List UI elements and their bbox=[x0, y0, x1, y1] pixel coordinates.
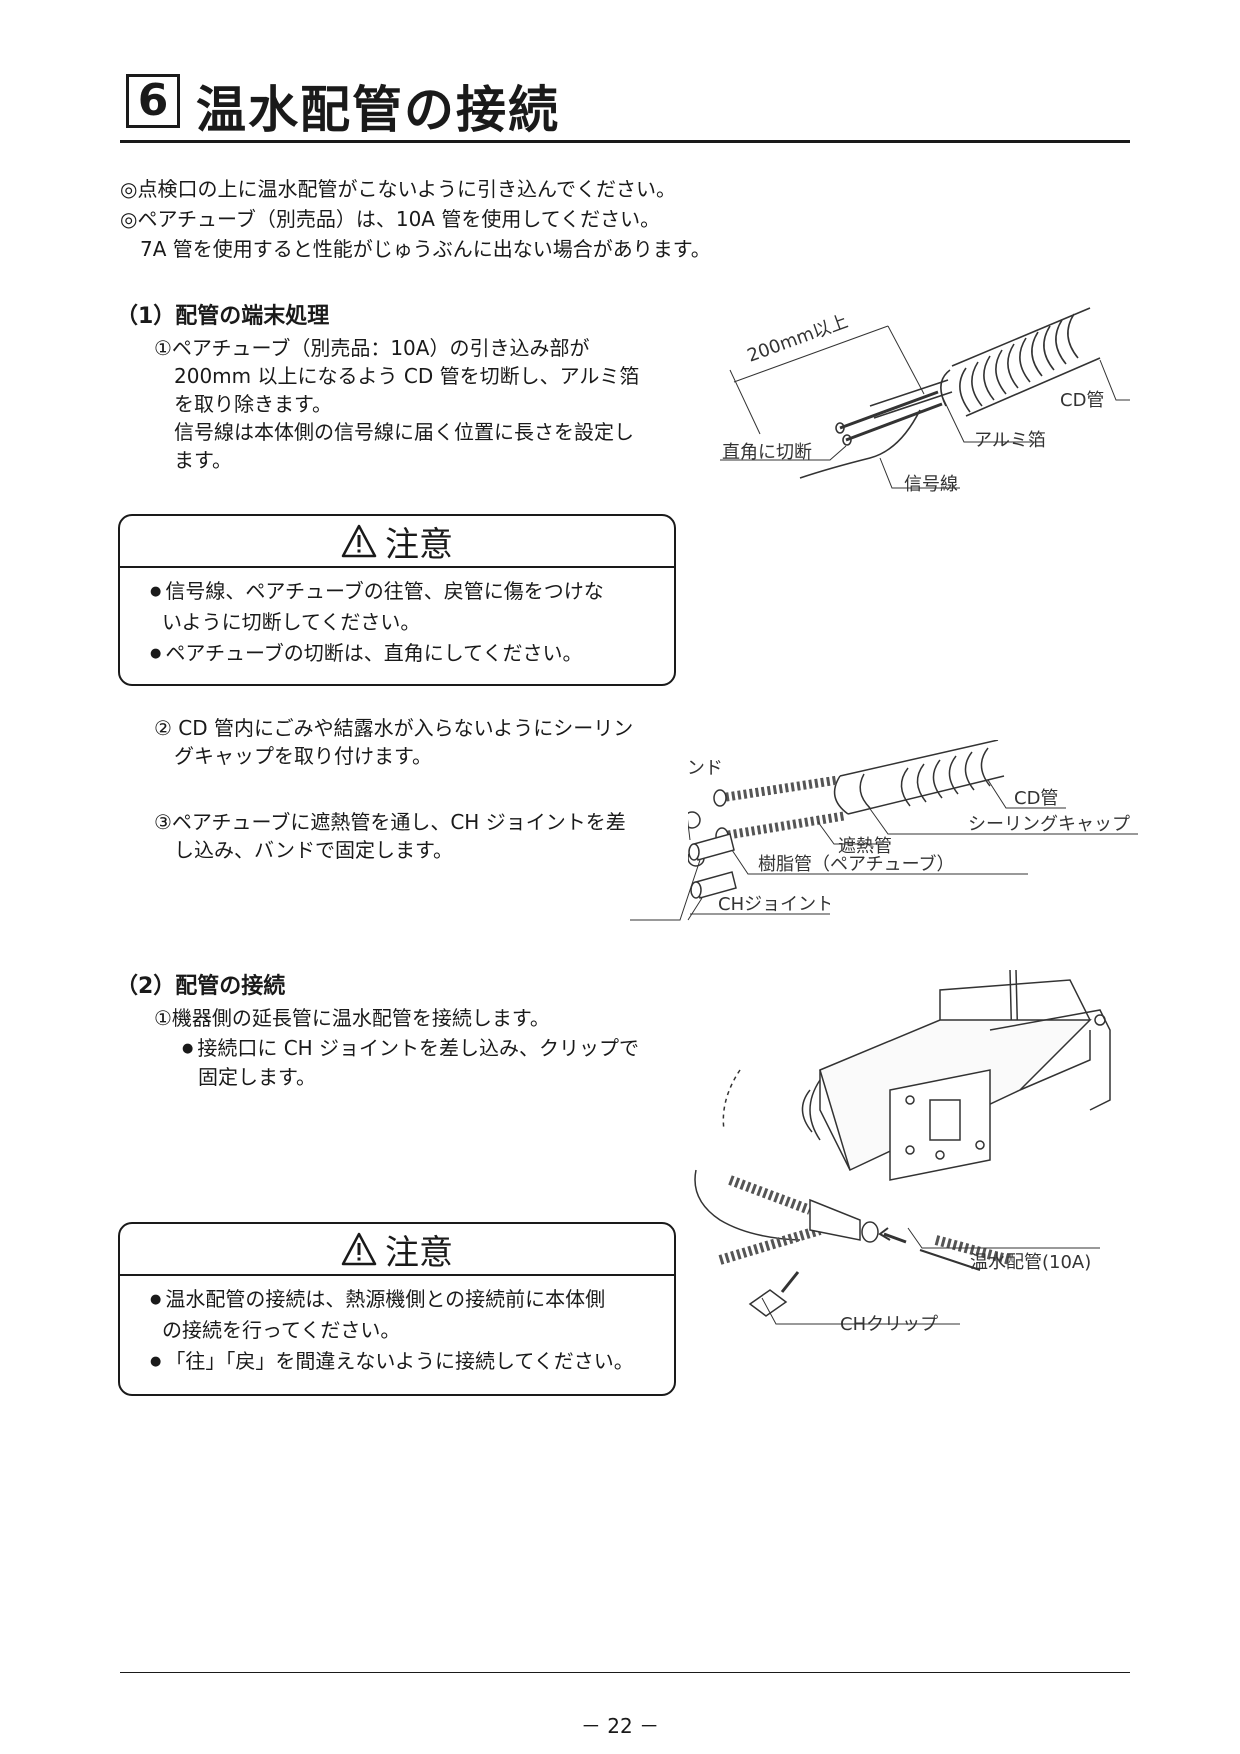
label-band: バンド bbox=[688, 758, 723, 779]
section-title: 温水配管の接続 bbox=[196, 81, 560, 139]
label-insulation: 遮熱管 bbox=[838, 836, 892, 857]
warning-triangle-icon bbox=[341, 1232, 377, 1266]
page-number: － 22 － bbox=[580, 1714, 660, 1738]
step-line: 200mm 以上になるよう CD 管を切断し、アルミ箔 bbox=[154, 364, 640, 388]
caution-header: 注意 bbox=[120, 1224, 674, 1276]
step-line: グキャップを取り付けます。 bbox=[154, 744, 432, 768]
caution-body: 信号線、ペアチューブの往管、戻管に傷をつけな いように切断してください。 ペアチ… bbox=[120, 568, 674, 669]
caution-item: ペアチューブの切断は、直角にしてください。 bbox=[150, 638, 674, 669]
caution-box-1: 注意 信号線、ペアチューブの往管、戻管に傷をつけな いように切断してください。 … bbox=[118, 514, 676, 686]
dimension-line bbox=[729, 325, 925, 435]
step-line: し込み、バンドで固定します。 bbox=[154, 838, 453, 862]
sub-line: 接続口に CH ジョイントを差し込み、クリップで bbox=[182, 1034, 639, 1063]
sub-line: 固定します。 bbox=[198, 1065, 316, 1089]
section1-step3: ③ペアチューブに遮熱管を通し、CH ジョイントを差 し込み、バンドで固定します。 bbox=[154, 808, 626, 864]
step-line: ② CD 管内にごみや結露水が入らないようにシーリン bbox=[154, 716, 634, 740]
caution-header: 注意 bbox=[120, 516, 674, 568]
caution-item-cont: の接続を行ってください。 bbox=[162, 1318, 401, 1342]
label-ch-joint: CHジョイント bbox=[718, 894, 830, 915]
caution-body: 温水配管の接続は、熱源機側との接続前に本体側 の接続を行ってください。 「往」「… bbox=[120, 1276, 674, 1377]
step-line: ます。 bbox=[154, 448, 232, 472]
label-aluminum: アルミ箔 bbox=[974, 430, 1046, 451]
intro-line: ◎ペアチューブ（別売品）は、10A 管を使用してください。 bbox=[120, 207, 661, 231]
caution-title: 注意 bbox=[385, 1232, 453, 1273]
caution-title: 注意 bbox=[385, 524, 453, 565]
figure-sealing-cap-joint: バンド CD管 シーリングキャップ 遮熱管 樹脂管（ペアチューブ） bbox=[688, 740, 1138, 875]
cd-pipe-illustration bbox=[799, 307, 1101, 479]
section2-step1: ①機器側の延長管に温水配管を接続します。 bbox=[154, 1006, 550, 1030]
step-line: 信号線は本体側の信号線に届く位置に長さを設定し bbox=[154, 420, 634, 444]
ch-joint-illustration bbox=[688, 833, 737, 899]
step-line: を取り除きます。 bbox=[154, 392, 332, 416]
label-sealing-cap: シーリングキャップ bbox=[968, 814, 1130, 835]
intro-line: ◎点検口の上に温水配管がこないように引き込んでください。 bbox=[120, 177, 677, 201]
label-right-angle: 直角に切断 bbox=[722, 442, 812, 463]
intro-line: 7A 管を使用すると性能がじゅうぶんに出ない場合があります。 bbox=[120, 237, 711, 261]
footer-divider bbox=[120, 1672, 1130, 1673]
caution-box-2: 注意 温水配管の接続は、熱源機側との接続前に本体側 の接続を行ってください。 「… bbox=[118, 1222, 676, 1396]
figure-ch-joint: CHジョイント bbox=[630, 833, 830, 921]
section1-heading: （1）配管の端末処理 bbox=[116, 304, 330, 329]
label-hot-water-pipe: 温水配管(10A) bbox=[970, 1252, 1091, 1273]
label-cd-pipe: CD管 bbox=[1060, 390, 1104, 411]
step-line: ①ペアチューブ（別売品：10A）の引き込み部が bbox=[154, 336, 590, 360]
warning-triangle-icon bbox=[341, 524, 377, 558]
caution-item: 「往」「戻」を間違えないように接続してください。 bbox=[150, 1346, 674, 1377]
step-line: ③ペアチューブに遮熱管を通し、CH ジョイントを差 bbox=[154, 810, 626, 834]
section-number: 6 bbox=[126, 74, 180, 128]
caution-item: 信号線、ペアチューブの往管、戻管に傷をつけな bbox=[150, 576, 674, 607]
section1-step2: ② CD 管内にごみや結露水が入らないようにシーリン グキャップを取り付けます。 bbox=[154, 714, 633, 770]
caution-item-cont: いように切断してください。 bbox=[162, 610, 421, 634]
label-cd-pipe-2: CD管 bbox=[1014, 788, 1058, 809]
section2-sub: 接続口に CH ジョイントを差し込み、クリップで 固定します。 bbox=[182, 1034, 639, 1091]
label-resin-pipe: 樹脂管（ペアチューブ） bbox=[758, 853, 955, 875]
caution-item: 温水配管の接続は、熱源機側との接続前に本体側 bbox=[150, 1284, 674, 1315]
figure-pipe-end-cut: 200mm以上 CD管 アルミ箔 直角に切断 信号線 bbox=[720, 307, 1130, 495]
label-signal-wire: 信号線 bbox=[904, 474, 958, 495]
intro-notes: ◎点検口の上に温水配管がこないように引き込んでください。 ◎ペアチューブ（別売品… bbox=[120, 174, 711, 264]
section1-step1: ①ペアチューブ（別売品：10A）の引き込み部が 200mm 以上になるよう CD… bbox=[154, 334, 639, 474]
page-title: 6 温水配管の接続 bbox=[120, 68, 1130, 143]
figure-hot-water-connection: 温水配管(10A) CHクリップ bbox=[694, 970, 1111, 1335]
section2-heading: （2）配管の接続 bbox=[116, 974, 286, 999]
unit-illustration bbox=[694, 970, 1111, 1317]
